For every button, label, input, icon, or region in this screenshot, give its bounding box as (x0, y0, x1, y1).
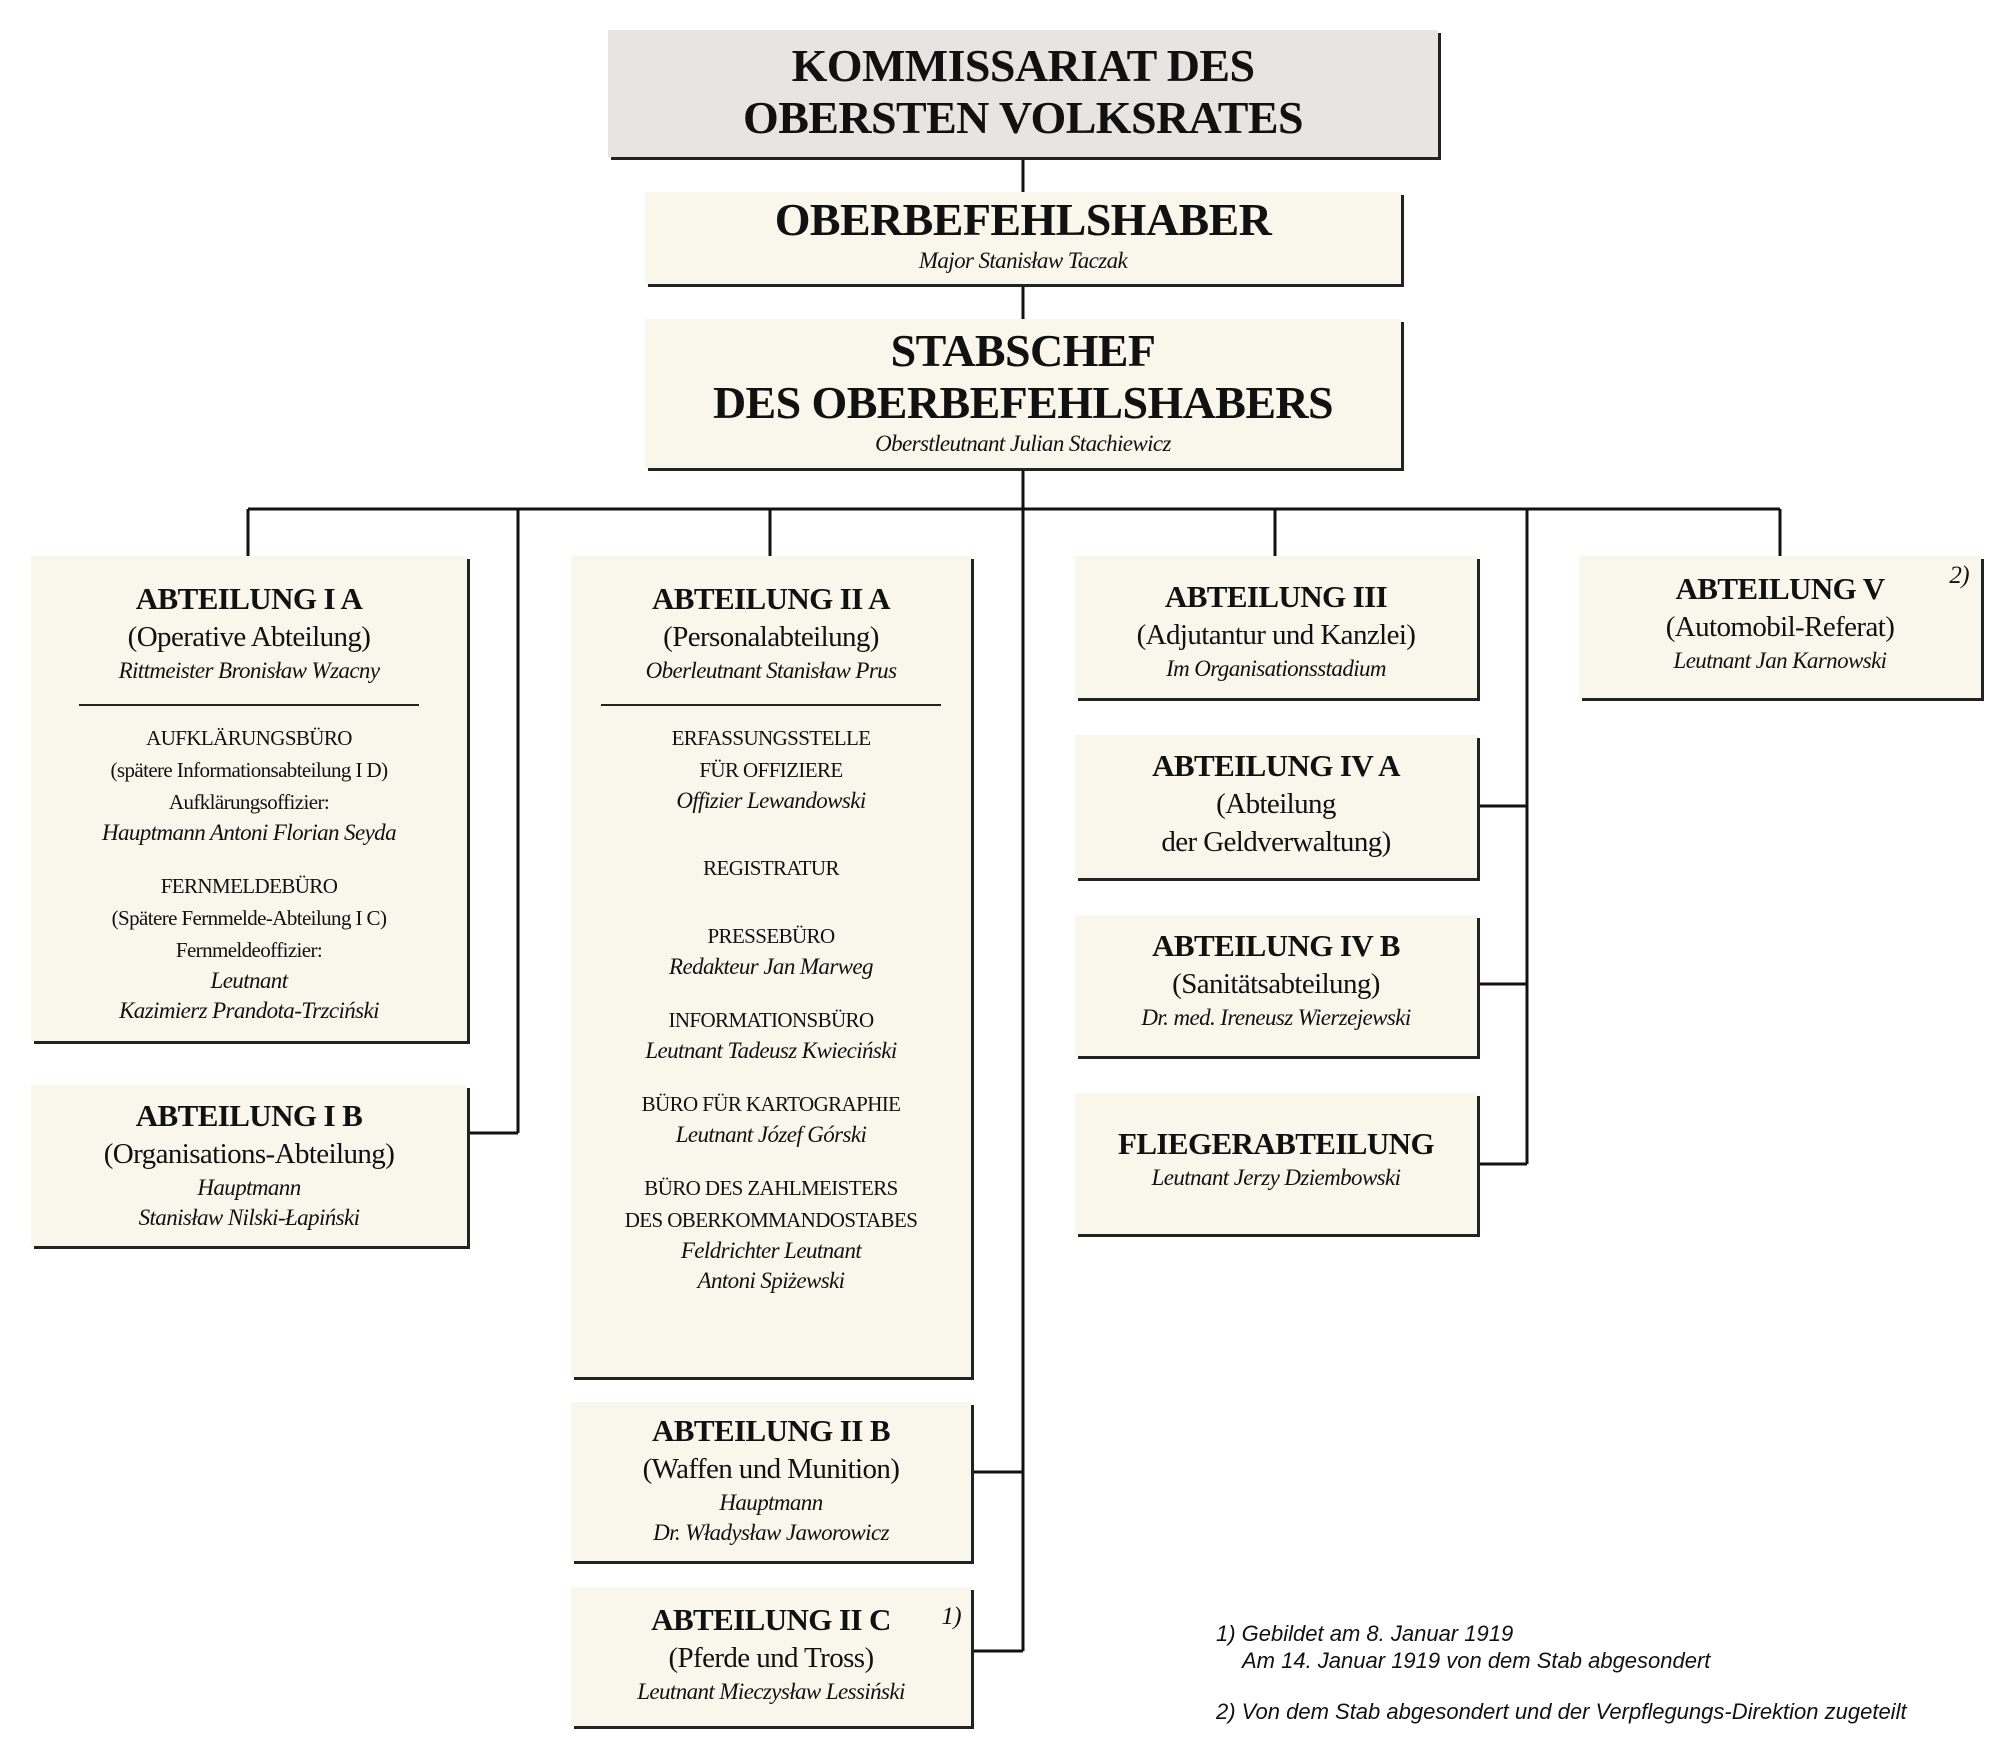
unit-person: Redakteur Jan Marweg (669, 954, 873, 979)
box-title: OBERSTEN VOLKSRATES (743, 92, 1304, 143)
unit-person: Offizier Lewandowski (676, 788, 866, 813)
unit-person: Leutnant Józef Górski (675, 1122, 867, 1147)
box-person: Oberstleutnant Julian Stachiewicz (875, 431, 1171, 456)
box-title: ABTEILUNG IV B (1152, 928, 1400, 963)
box-abteilung-4b: ABTEILUNG IV B (Sanitätsabteilung) Dr. m… (1075, 915, 1477, 1056)
footnote-1: 1) Gebildet am 8. Januar 1919 Am 14. Jan… (1216, 1620, 1710, 1674)
box-subtitle: (Pferde und Tross) (668, 1642, 874, 1674)
unit-role: Fernmeldeoffizier: (175, 938, 323, 962)
unit-note: (spätere Informationsabteilung I D) (110, 758, 389, 782)
unit-name: REGISTRATUR (703, 856, 839, 880)
box-subtitle: (Waffen und Munition) (642, 1453, 900, 1485)
box-person: Leutnant Jerzy Dziembowski (1151, 1165, 1401, 1190)
unit-person: Feldrichter Leutnant (680, 1238, 862, 1263)
unit-person: Antoni Spiżewski (697, 1268, 846, 1293)
box-abteilung-2c: ABTEILUNG II C (Pferde und Tross) Leutna… (571, 1587, 971, 1726)
unit-name: FERNMELDEBÜRO (160, 874, 338, 898)
box-stabschef: STABSCHEF DES OBERBEFEHLSHABERS Oberstle… (645, 319, 1401, 468)
unit-note: (Spätere Fernmelde-Abteilung I C) (111, 906, 387, 930)
box-abteilung-5: ABTEILUNG V (Automobil-Referat) Leutnant… (1579, 556, 1981, 698)
box-person: Oberleutnant Stanisław Prus (645, 658, 897, 683)
unit-name: DES OBERKOMMANDOSTABES (624, 1208, 918, 1232)
unit-name: BÜRO FÜR KARTOGRAPHIE (641, 1092, 901, 1116)
unit-person: Leutnant Tadeusz Kwieciński (645, 1038, 897, 1063)
box-fliegerabteilung: FLIEGERABTEILUNG Leutnant Jerzy Dziembow… (1075, 1093, 1477, 1234)
box-title: ABTEILUNG IV A (1152, 748, 1400, 783)
box-title: ABTEILUNG II A (652, 581, 891, 616)
unit-person: Leutnant (210, 968, 289, 993)
box-person: Dr. Władysław Jaworowicz (653, 1520, 889, 1545)
footnote-text: 1) Gebildet am 8. Januar 1919 (1216, 1621, 1514, 1646)
box-title: ABTEILUNG III (1164, 579, 1388, 614)
box-subtitle: der Geldverwaltung) (1161, 826, 1391, 858)
box-abteilung-4a: ABTEILUNG IV A (Abteilung der Geldverwal… (1075, 735, 1477, 878)
box-abteilung-3: ABTEILUNG III (Adjutantur und Kanzlei) I… (1075, 556, 1477, 698)
box-kommissariat: KOMMISSARIAT DES OBERSTEN VOLKSRATES (608, 30, 1438, 157)
box-subtitle: (Abteilung (1216, 788, 1336, 820)
divider (601, 704, 941, 706)
divider (79, 704, 419, 706)
box-title: KOMMISSARIAT DES (791, 40, 1255, 91)
box-subtitle: (Automobil-Referat) (1665, 611, 1895, 643)
box-subtitle: (Sanitätsabteilung) (1172, 968, 1380, 1000)
box-title: ABTEILUNG I B (135, 1098, 363, 1133)
unit-name: BÜRO DES ZAHLMEISTERS (644, 1176, 898, 1200)
box-person: Im Organisationsstadium (1166, 656, 1386, 681)
unit-person: Hauptmann Antoni Florian Seyda (102, 820, 397, 845)
box-person: Hauptmann (719, 1490, 823, 1515)
footnote-2: 2) Von dem Stab abgesondert und der Verp… (1216, 1699, 1907, 1724)
unit-person: Kazimierz Prandota-Trzciński (119, 998, 379, 1023)
box-subtitle: (Adjutantur und Kanzlei) (1136, 619, 1416, 651)
box-title: OBERBEFEHLSHABER (774, 194, 1272, 245)
unit-name: ERFASSUNGSSTELLE (671, 726, 871, 750)
box-person: Hauptmann (197, 1175, 301, 1200)
box-subtitle: (Personalabteilung) (663, 621, 879, 653)
box-person: Major Stanisław Taczak (918, 248, 1128, 273)
unit-name: PRESSEBÜRO (707, 924, 835, 948)
footnote-marker: 2) (1949, 562, 1969, 589)
footnote-text: Am 14. Januar 1919 von dem Stab abgesond… (1242, 1648, 1711, 1673)
unit-name: INFORMATIONSBÜRO (668, 1008, 874, 1032)
box-abteilung-1b: ABTEILUNG I B (Organisations-Abteilung) … (31, 1085, 467, 1246)
box-abteilung-2b: ABTEILUNG II B (Waffen und Munition) Hau… (571, 1402, 971, 1561)
unit-name: FÜR OFFIZIERE (699, 758, 843, 782)
box-person: Leutnant Mieczysław Lessiński (637, 1679, 905, 1704)
box-person: Leutnant Jan Karnowski (1673, 648, 1888, 673)
box-title: STABSCHEF (890, 325, 1156, 376)
unit-role: Aufklärungsoffizier: (168, 790, 330, 814)
box-title: DES OBERBEFEHLSHABERS (712, 377, 1334, 428)
box-title: ABTEILUNG I A (135, 581, 363, 616)
box-title: ABTEILUNG V (1675, 571, 1885, 606)
box-person: Rittmeister Bronisław Wzacny (118, 658, 380, 683)
box-title: ABTEILUNG II C (651, 1602, 891, 1637)
box-subtitle: (Organisations-Abteilung) (103, 1138, 395, 1170)
box-title: FLIEGERABTEILUNG (1118, 1126, 1435, 1161)
box-abteilung-1a: ABTEILUNG I A (Operative Abteilung) Ritt… (31, 556, 467, 1041)
box-person: Stanisław Nilski-Łapiński (138, 1205, 360, 1230)
box-oberbefehlshaber: OBERBEFEHLSHABER Major Stanisław Taczak (645, 192, 1401, 284)
unit-name: AUFKLÄRUNGSBÜRO (146, 726, 352, 750)
box-subtitle: (Operative Abteilung) (127, 621, 371, 653)
box-abteilung-2a: ABTEILUNG II A (Personalabteilung) Oberl… (571, 556, 971, 1377)
box-title: ABTEILUNG II B (652, 1413, 891, 1448)
box-person: Dr. med. Ireneusz Wierzejewski (1141, 1005, 1411, 1030)
footnote-marker: 1) (941, 1603, 961, 1630)
